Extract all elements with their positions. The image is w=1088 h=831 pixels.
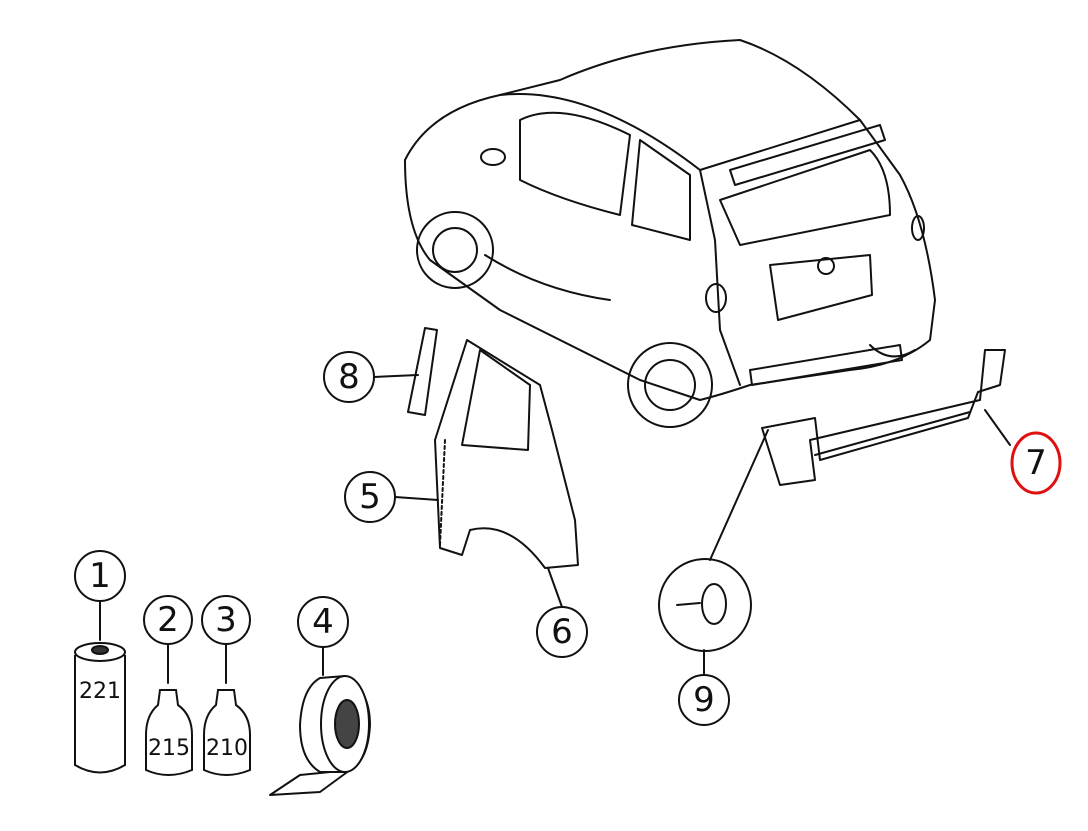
sealant-can-221: 221 [74,642,126,774]
clip-detail-part-9 [658,558,752,652]
bottle-215: 215 [145,689,193,776]
svg-text:9: 9 [693,680,715,720]
svg-text:8: 8 [338,357,360,397]
callout-6: 6 [536,606,588,658]
bottle-left-label: 215 [148,736,190,761]
callout-2: 2 [143,595,193,645]
callout-4: 4 [297,596,349,648]
svg-text:5: 5 [359,477,381,517]
svg-text:2: 2 [157,600,179,640]
car-illustration [404,39,936,428]
side-panel-part-5-6 [434,339,579,569]
svg-text:1: 1 [89,556,111,596]
callout-5: 5 [344,471,396,523]
trim-strip-part-8 [407,327,438,416]
bottle-right-label: 210 [206,736,248,761]
svg-text:7: 7 [1025,443,1047,483]
bottle-210: 210 [203,689,251,776]
svg-text:6: 6 [551,612,573,652]
svg-text:3: 3 [215,600,237,640]
callout-8: 8 [323,351,375,403]
callout-7-highlighted: 7 [1010,431,1062,495]
tape-roll-part-4 [269,674,372,796]
callout-9: 9 [678,674,730,726]
callout-1: 1 [74,550,126,602]
leader-lines [99,374,1011,684]
bumper-trim-part-7 [761,349,1006,486]
callout-3: 3 [201,595,251,645]
can-label: 221 [79,679,121,704]
svg-text:4: 4 [312,602,334,642]
